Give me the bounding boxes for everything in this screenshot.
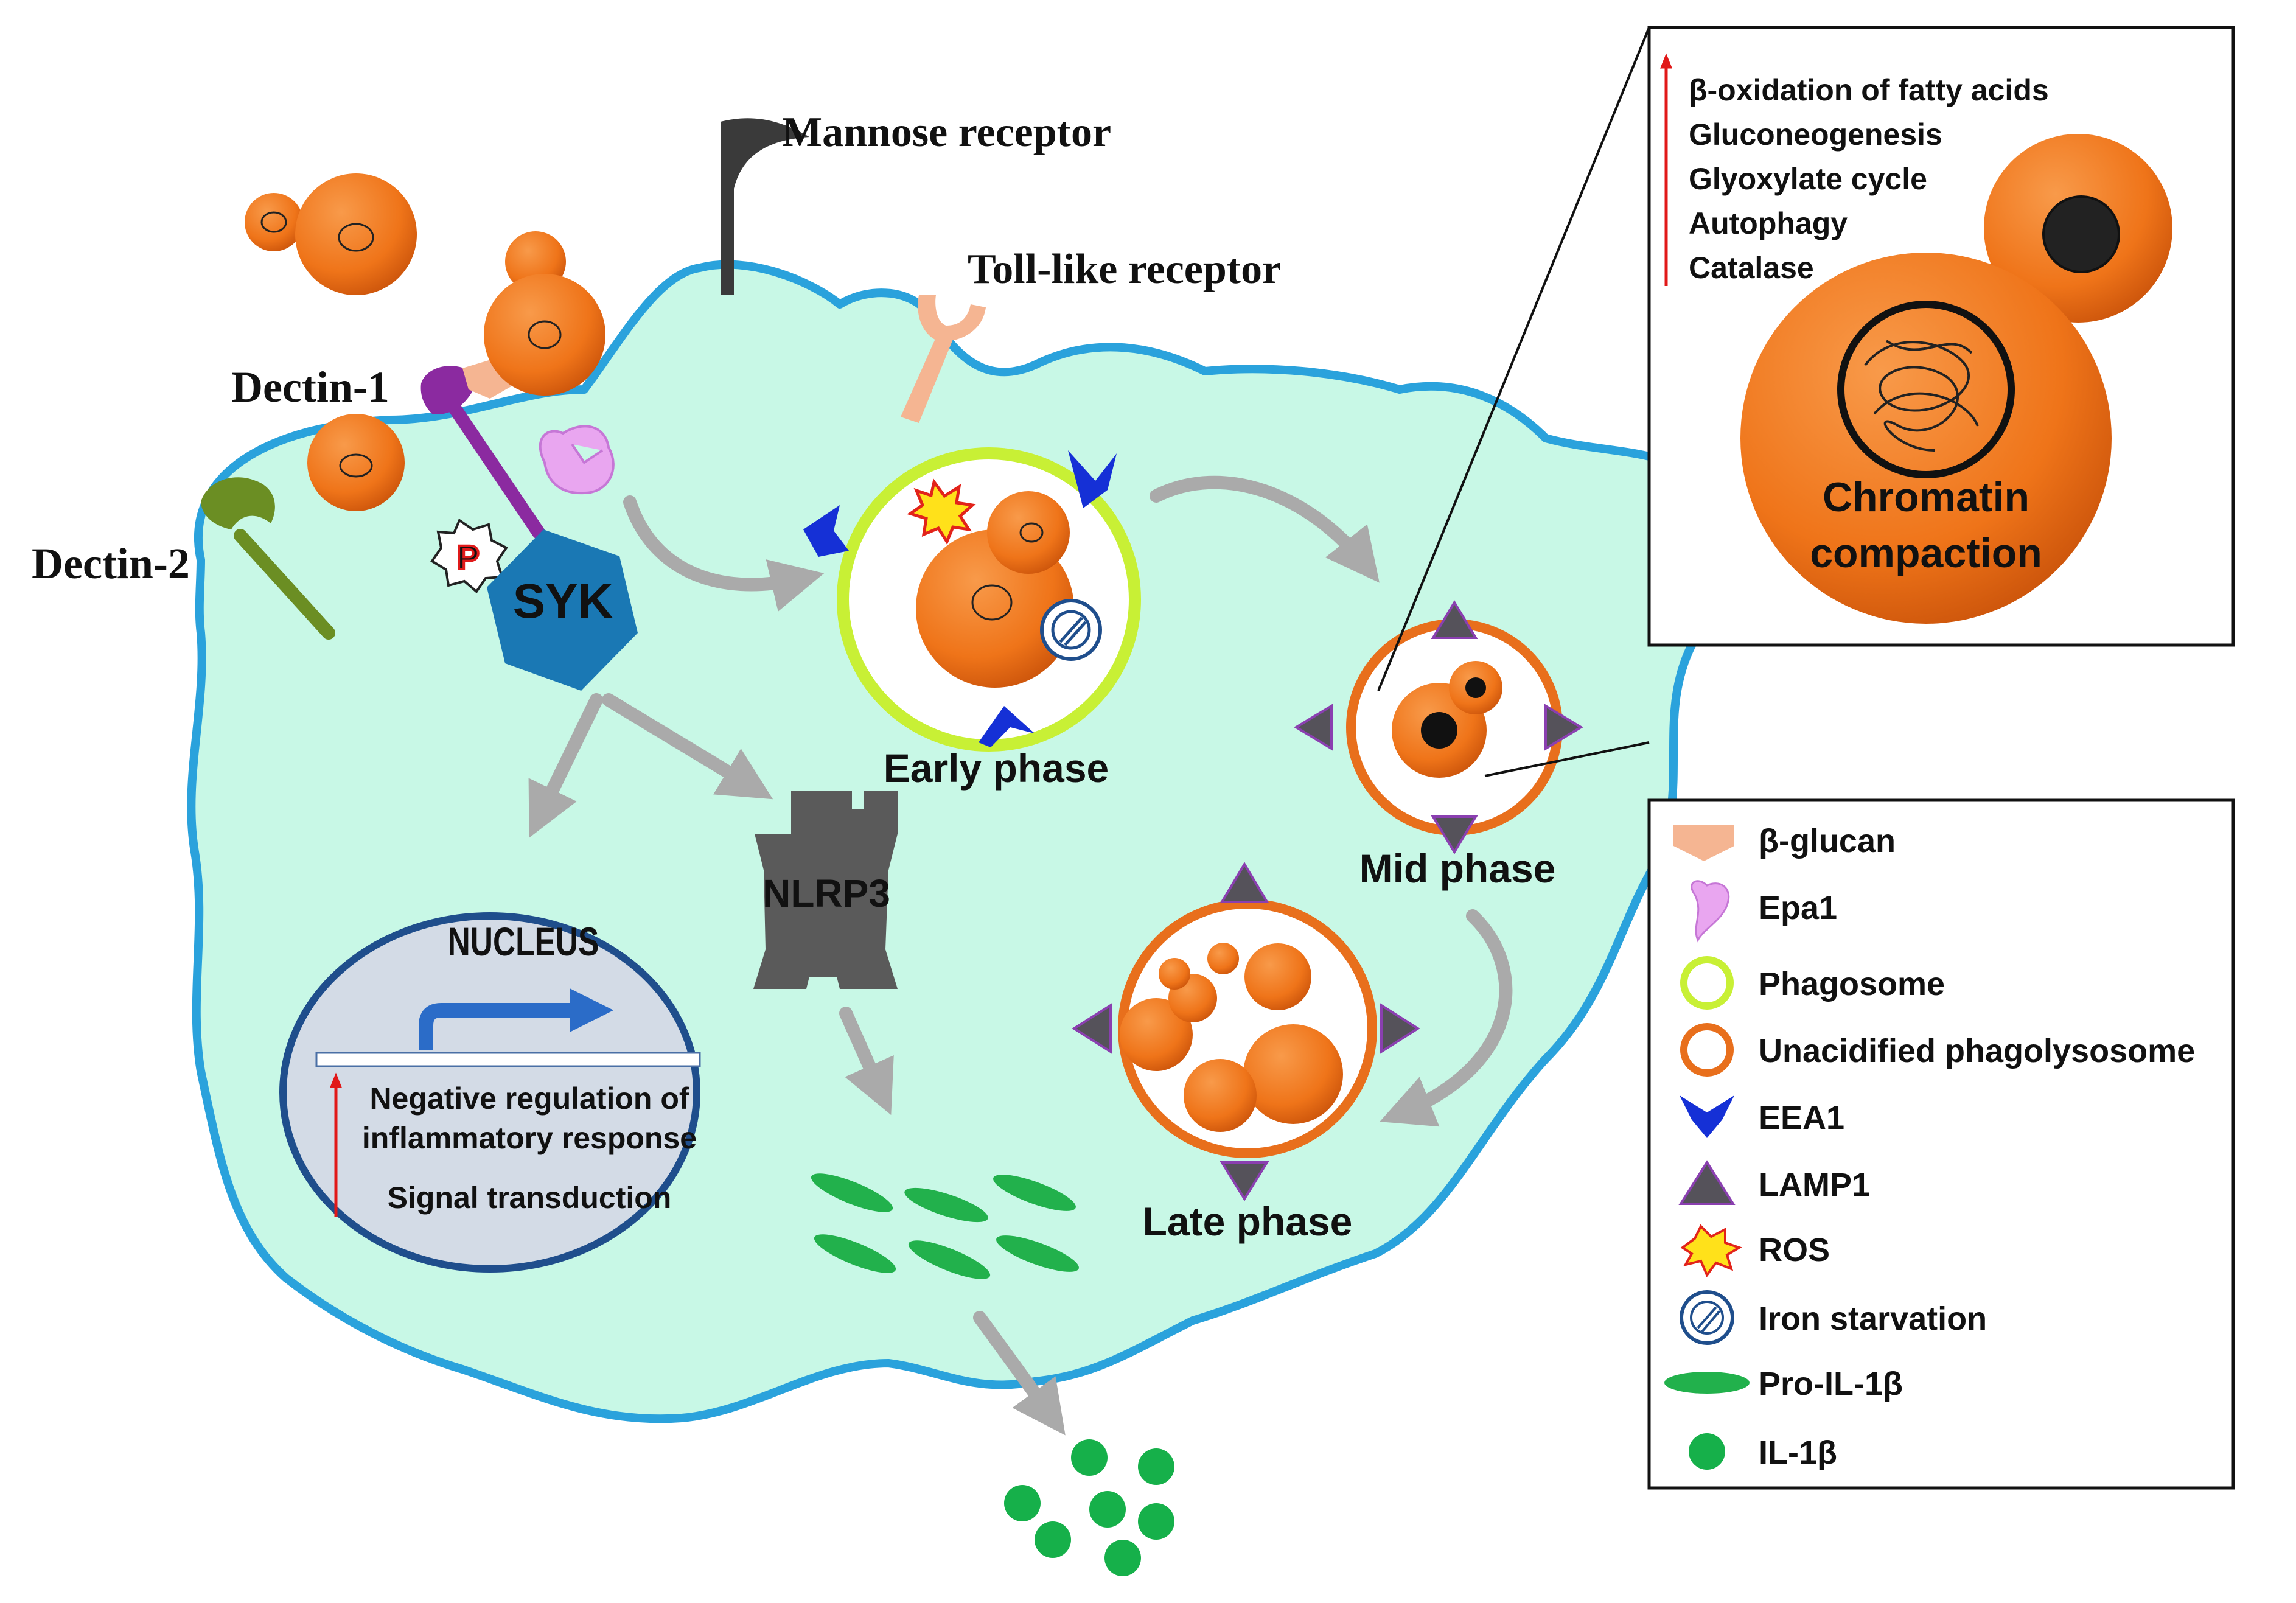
nlrp3-inflammasome: [753, 791, 898, 989]
epa1-icon: [1691, 880, 1730, 943]
il1b-icon: [1689, 1433, 1725, 1470]
epa1-icon: [539, 425, 615, 495]
early-phagosome: [803, 447, 1141, 752]
legend-label: Pro-IL-1β: [1759, 1366, 1903, 1402]
toll-like-receptor-label: Toll-like receptor: [968, 246, 1281, 293]
inset-item: Glyoxylate cycle: [1689, 162, 1927, 196]
legend-label: Iron starvation: [1759, 1301, 1987, 1337]
nucleus-line: Negative regulation of: [369, 1081, 689, 1116]
lamp1-marker: [1431, 600, 1478, 639]
beta-glucan-icon: [1673, 825, 1734, 861]
pro-il1b-group: [811, 1173, 1079, 1279]
lamp1-marker: [1294, 704, 1333, 751]
ros-icon: [907, 478, 976, 545]
dectin-2-receptor: [201, 477, 335, 640]
il1b: [1004, 1485, 1041, 1521]
lamp1-marker: [1380, 1003, 1420, 1054]
eea1-icon: [1680, 1095, 1734, 1138]
legend: β-glucan Epa1 Phagosome Unacidified phag…: [1647, 798, 2235, 1490]
syk-label: SYK: [513, 574, 613, 628]
inset-mother-cell: [1740, 253, 2112, 624]
pro-il1b: [814, 1234, 896, 1273]
il1b: [1138, 1448, 1174, 1485]
pro-il1b: [904, 1187, 988, 1223]
lamp1-marker: [1072, 1003, 1112, 1054]
phospho-label: P: [456, 538, 479, 576]
dectin-1-receptor: [420, 366, 545, 539]
iron-starvation-icon: [1040, 599, 1102, 661]
legend-label: IL-1β: [1759, 1434, 1837, 1471]
eea1-marker: [803, 505, 849, 557]
pro-il1b: [811, 1173, 893, 1212]
late-phase-label: Late phase: [1143, 1199, 1353, 1244]
nucleus-line: Signal transduction: [388, 1181, 672, 1215]
inset-panel: β-oxidation of fatty acids Gluconeogenes…: [1377, 26, 2235, 777]
iron-starvation-icon: [1680, 1290, 1734, 1345]
late-phagolysosome: [1072, 862, 1420, 1201]
legend-label: Epa1: [1759, 890, 1837, 926]
il1b: [1071, 1439, 1108, 1476]
lamp1-marker: [1220, 1161, 1269, 1201]
inset-item: Gluconeogenesis: [1689, 117, 1942, 152]
nlrp3-label: NLRP3: [762, 871, 890, 915]
il1b-group: [1004, 1439, 1174, 1576]
il1b: [1035, 1521, 1071, 1558]
phagosome-icon: [1680, 956, 1734, 1010]
lamp1-marker: [1544, 704, 1583, 751]
inset-label: compaction: [1810, 530, 2042, 576]
lamp1-icon: [1678, 1160, 1736, 1205]
phagolysosome-icon: [1680, 1023, 1734, 1077]
legend-label: Unacidified phagolysosome: [1759, 1033, 2195, 1069]
dectin-1-label: Dectin-1: [231, 363, 389, 411]
nucleus: NUCLEUS Negative regulation of inflammat…: [279, 912, 701, 1273]
inset-bud-chromatin: [2042, 195, 2120, 273]
legend-label: Phagosome: [1759, 966, 1945, 1002]
eea1-marker: [1068, 450, 1117, 508]
inset-item: β-oxidation of fatty acids: [1689, 73, 2049, 107]
ros-icon: [1680, 1224, 1742, 1277]
inset-item: Catalase: [1689, 251, 1814, 285]
pro-il1b: [993, 1175, 1076, 1211]
legend-label: ROS: [1759, 1232, 1830, 1268]
pro-il1b: [908, 1240, 991, 1279]
dna-strand: [315, 1052, 701, 1067]
inset-label: Chromatin: [1823, 474, 2029, 520]
mid-phase-label: Mid phase: [1359, 846, 1556, 891]
lamp1-marker: [1220, 862, 1269, 903]
lamp1-marker: [1431, 815, 1478, 854]
il1b: [1104, 1540, 1141, 1576]
inset-chromatin: [1837, 301, 2015, 478]
il1b: [1089, 1491, 1126, 1528]
syk-kinase: [487, 529, 638, 691]
pro-il1b: [996, 1235, 1079, 1272]
signal-arrows: [528, 475, 1513, 1436]
phospho-icon: [430, 518, 508, 593]
transcription-arrow: [419, 988, 614, 1050]
inset-item: Autophagy: [1689, 206, 1848, 240]
il1b: [1138, 1503, 1174, 1540]
dectin-2-label: Dectin-2: [32, 539, 190, 588]
mannose-receptor: [721, 118, 809, 295]
nucleus-line: inflammatory response: [362, 1121, 697, 1155]
extracellular-yeast: [245, 173, 605, 511]
mid-phagolysosome: [1294, 600, 1583, 854]
legend-label: EEA1: [1759, 1100, 1844, 1136]
pro-il1b-icon: [1664, 1372, 1750, 1394]
eea1-marker: [979, 706, 1035, 747]
early-phase-label: Early phase: [884, 746, 1109, 791]
nucleus-title: NUCLEUS: [448, 919, 599, 965]
toll-like-receptor: [901, 295, 986, 423]
legend-label: β-glucan: [1759, 823, 1896, 859]
legend-label: LAMP1: [1759, 1167, 1870, 1203]
mannose-receptor-label: Mannose receptor: [782, 109, 1111, 156]
